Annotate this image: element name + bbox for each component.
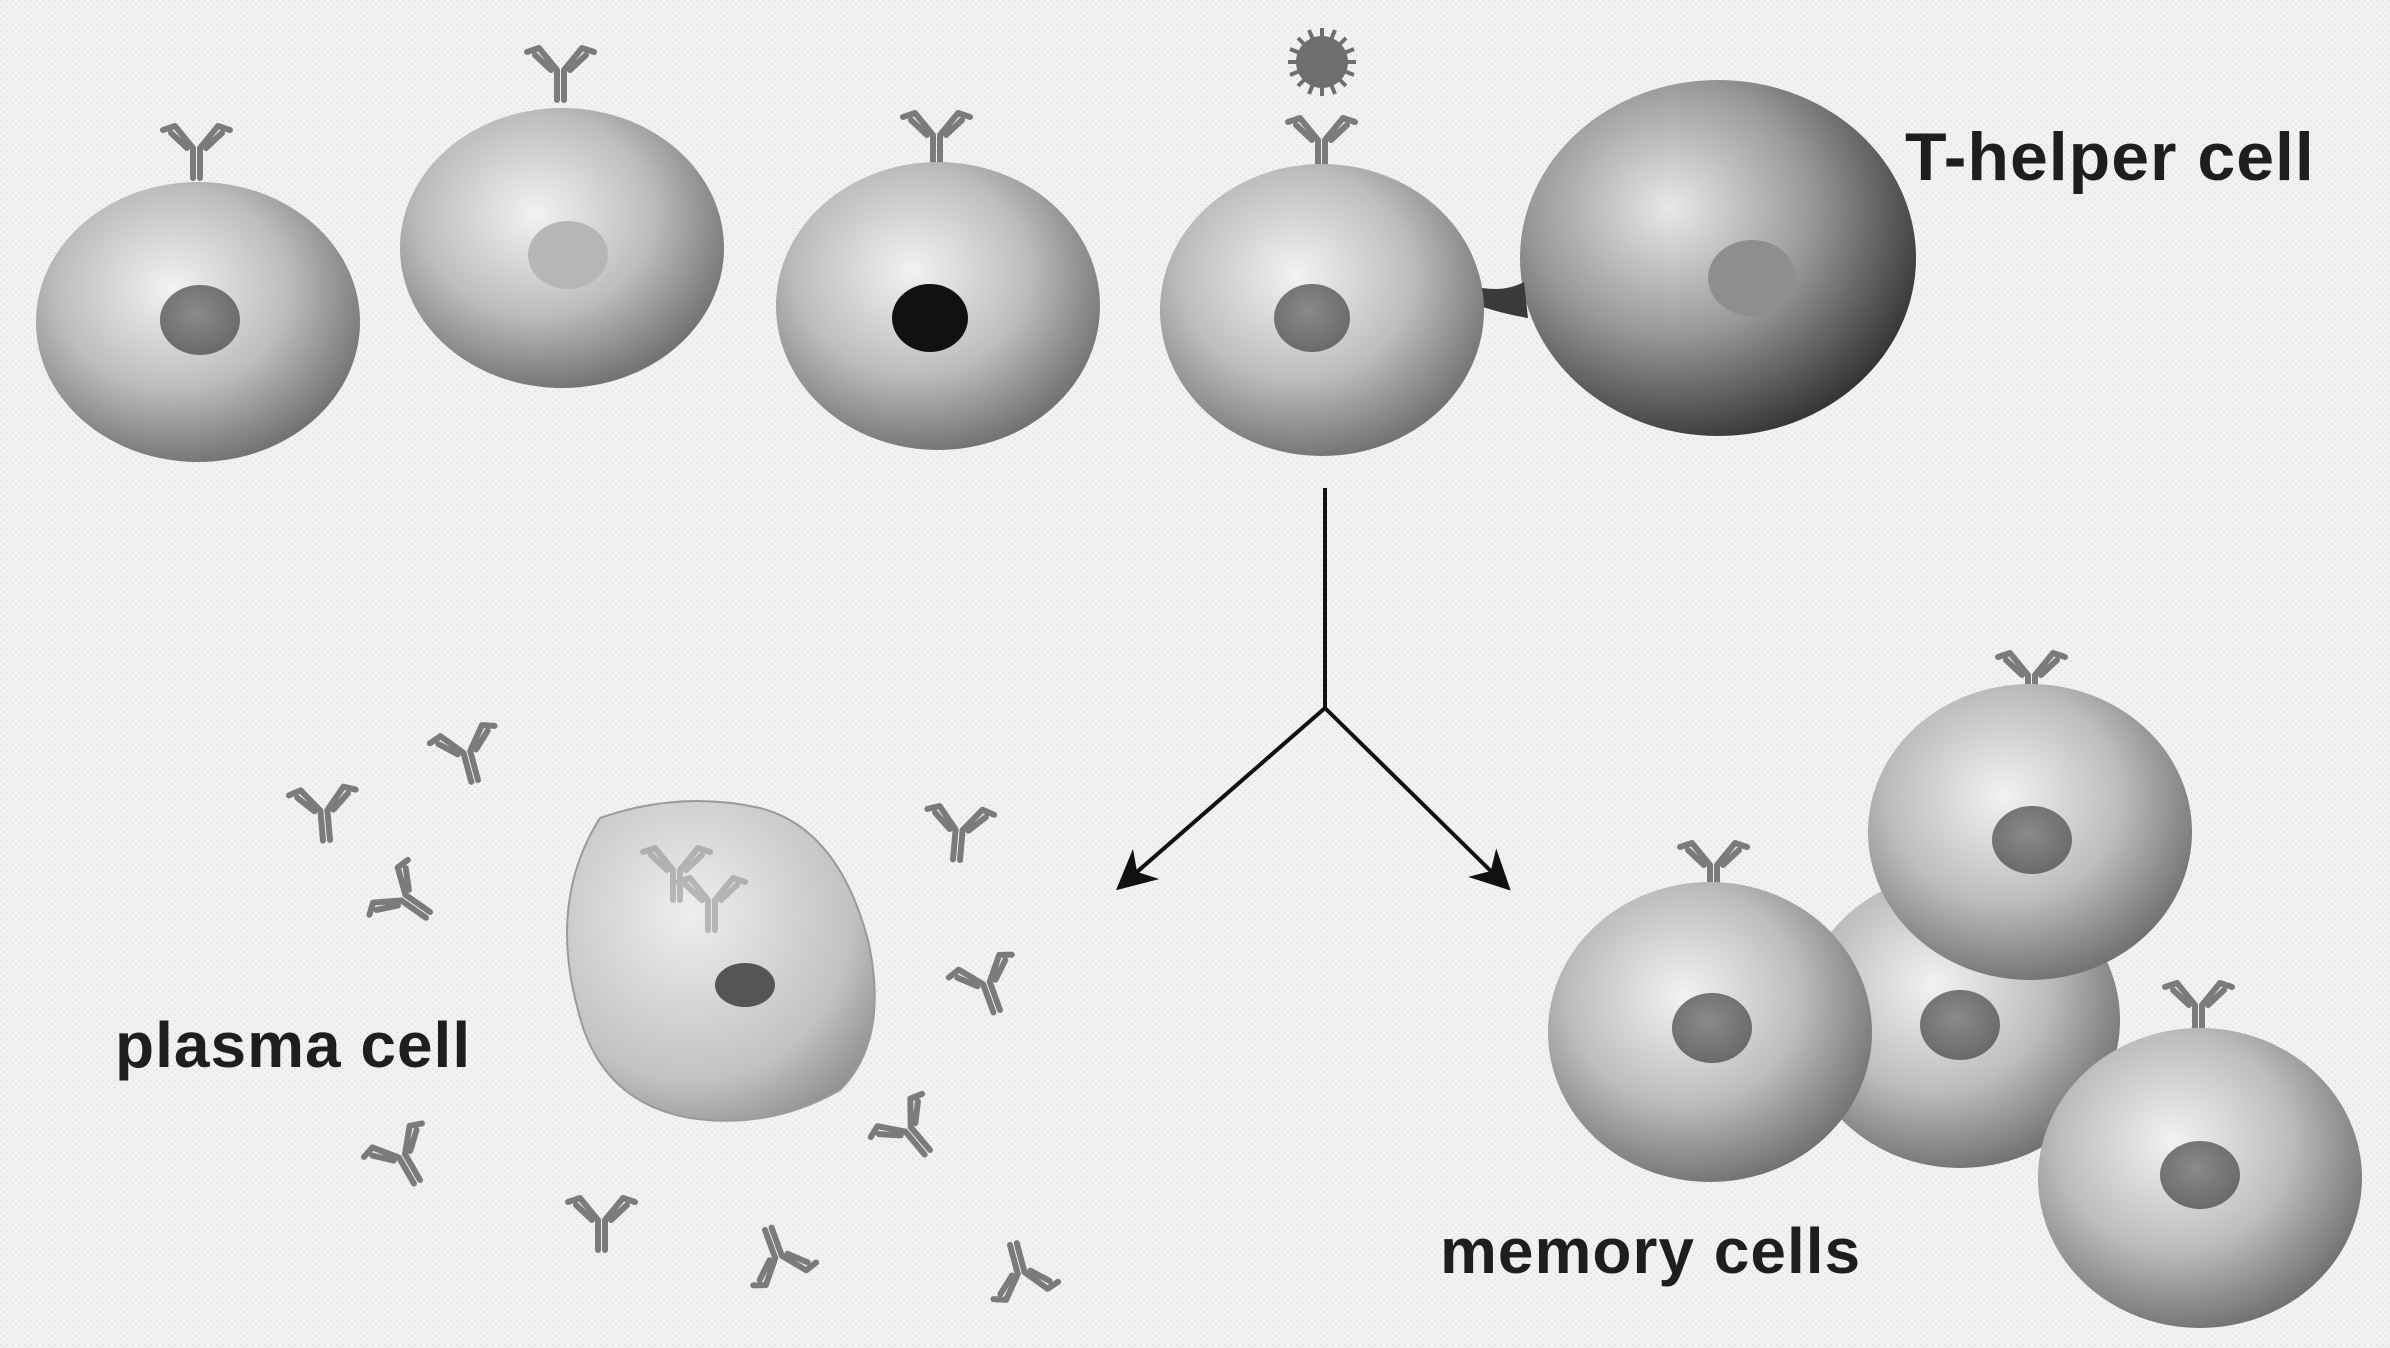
b-cell-3 — [776, 113, 1100, 450]
plasma-nucleus — [715, 963, 775, 1007]
memory-cell-top — [1868, 653, 2192, 980]
nucleus-active — [892, 284, 968, 352]
arrow-to-plasma-cell — [1115, 706, 1327, 891]
antigen-icon — [1288, 28, 1356, 96]
t-helper-nucleus — [1708, 240, 1796, 316]
t-helper-cell-label: T-helper cell — [1905, 119, 2315, 195]
memory-cell-left — [1548, 843, 1872, 1182]
b-cell-1 — [36, 126, 360, 462]
plasma-cell-label: plasma cell — [115, 1009, 472, 1081]
differentiation-arrows — [1115, 488, 1511, 891]
b-cell-activated — [1160, 28, 1916, 456]
nucleus — [528, 221, 608, 289]
arrow-to-memory-cells — [1323, 706, 1511, 891]
nucleus — [160, 285, 240, 355]
memory-cell-right — [2038, 983, 2362, 1328]
nucleus — [1274, 284, 1350, 352]
memory-cells-label: memory cells — [1440, 1215, 1862, 1287]
b-cell-2 — [400, 48, 724, 388]
plasma-cell — [566, 799, 876, 1122]
memory-cells — [1548, 653, 2362, 1328]
t-helper-cell — [1440, 80, 1916, 436]
